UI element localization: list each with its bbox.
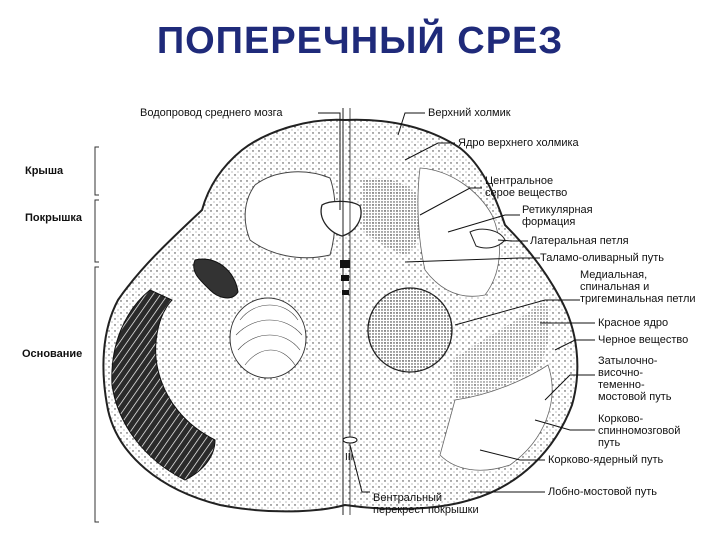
label-reticular-2: формация [522,216,576,228]
label-superior-colliculus: Верхний холмик [428,107,511,119]
cerebral-peduncle-left [111,289,216,481]
label-substantia-nigra: Черное вещество [598,334,689,346]
label-optp-1: Затылочно- [598,355,658,367]
label-medial-lemniscus-1: Медиальная, [580,269,648,281]
central-gray-shape [362,178,423,255]
side-label-base: Основание [22,348,83,360]
label-ventral-decussation-2: перекрест покрышки [373,504,479,516]
tectum-left [244,171,336,259]
label-medial-lemniscus-3: тригеминальная петли [580,293,696,305]
decussation-marks [340,260,350,295]
substantia-nigra-right [452,300,550,400]
side-brackets [94,146,99,523]
left-red-nucleus-shape [229,297,307,379]
label-lateral-lemniscus: Латеральная петля [530,235,629,247]
label-optp-4: мостовой путь [598,391,672,403]
red-nucleus-shape [367,287,453,373]
right-tegmentum-field [417,167,500,297]
label-central-gray-1: Центральное [485,175,554,187]
label-optp-3: теменно- [598,379,645,391]
label-superior-colliculus-nucleus: Ядро верхнего холмика [458,137,579,149]
right-peduncle-field [439,364,553,471]
left-dark-comma [193,258,239,299]
label-corticonuclear: Корково-ядерный путь [548,454,664,466]
label-frontopontine: Лобно-мостовой путь [548,486,657,498]
label-aqueduct: Водопровод среднего мозга [140,107,283,119]
label-reticular-1: Ретикулярная [522,204,593,216]
label-corticospinal-3: путь [598,437,621,449]
nerve-iii-marker [342,436,358,444]
leader-lines [318,112,595,493]
label-red-nucleus: Красное ядро [598,317,669,329]
label-optp-2: височно- [598,367,644,379]
label-ventral-decussation-1: Вентральный [373,492,443,504]
left-red-nucleus-fibers [235,304,303,366]
label-thalamo-olivary: Таламо-оливарный путь [540,252,665,264]
label-medial-lemniscus-2: спинальная и [580,281,650,293]
side-label-roof: Крыша [25,165,64,177]
label-corticospinal-1: Корково- [598,413,644,425]
label-corticospinal-2: спинномозговой [598,425,681,437]
aqueduct-shape [320,200,362,237]
side-label-tegmentum: Покрышка [25,212,83,224]
page-title: ПОПЕРЕЧНЫЙ СРЕЗ [156,20,564,62]
label-central-gray-2: серое вещество [485,187,568,199]
label-nerve-iii: III [345,452,354,463]
